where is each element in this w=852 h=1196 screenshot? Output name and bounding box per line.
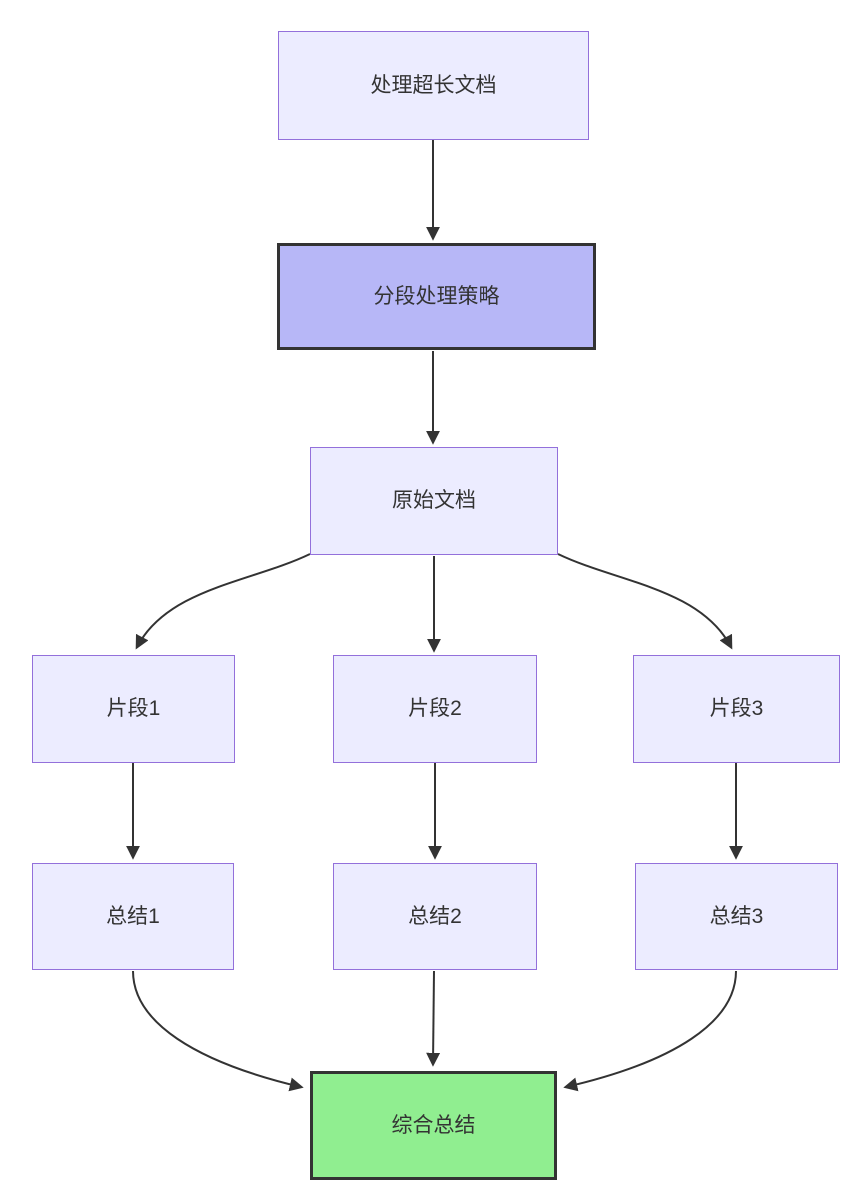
node-label: 分段处理策略 (373, 284, 500, 308)
edge-e1-to-f (132, 970, 304, 1092)
node-label: 片段1 (106, 697, 161, 721)
edge-c-to-d3 (557, 553, 733, 650)
node-label: 总结1 (106, 904, 160, 928)
node-summary-2: 总结2 (333, 863, 537, 970)
node-label: 总结2 (408, 904, 462, 928)
node-label: 片段3 (709, 697, 764, 721)
node-fragment-3: 片段3 (633, 655, 840, 763)
node-segmentation-strategy: 分段处理策略 (277, 243, 596, 350)
node-fragment-2: 片段2 (333, 655, 537, 763)
node-label: 处理超长文档 (370, 73, 497, 97)
edge-c-to-d1 (135, 553, 311, 650)
node-summary-1: 总结1 (32, 863, 234, 970)
node-original-document: 原始文档 (310, 447, 558, 555)
node-label: 综合总结 (391, 1113, 476, 1137)
edge-e3-to-f (563, 970, 737, 1092)
node-fragment-1: 片段1 (32, 655, 235, 763)
node-summary-3: 总结3 (635, 863, 838, 970)
node-handle-long-document: 处理超长文档 (278, 31, 589, 140)
edge-e2-to-f (426, 970, 441, 1067)
node-label: 总结3 (709, 904, 764, 928)
node-label: 片段2 (408, 697, 462, 721)
node-label: 原始文档 (392, 489, 476, 513)
node-combined-summary: 综合总结 (310, 1071, 557, 1180)
